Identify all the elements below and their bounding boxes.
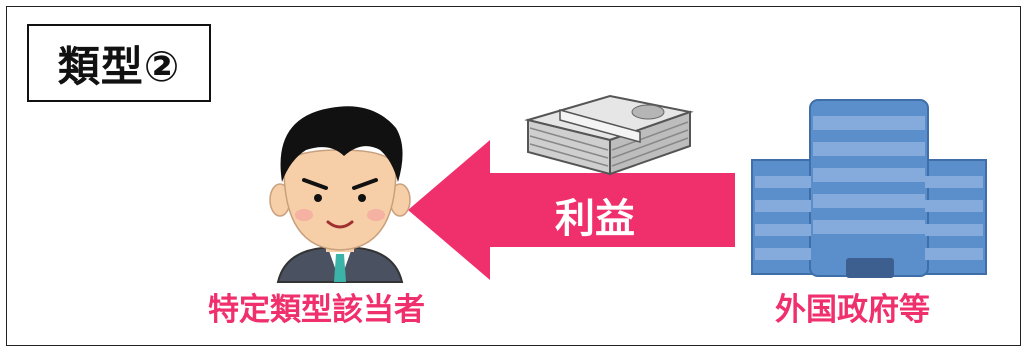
money-bundle-icon — [524, 94, 694, 176]
building-icon — [751, 99, 987, 278]
diagram-title: 類型② — [57, 41, 181, 91]
person-label: 特定類型該当者 — [208, 292, 425, 328]
title-box: 類型② — [27, 24, 211, 102]
arrow-label: 利益 — [555, 196, 635, 242]
entity-label: 外国政府等 — [775, 292, 930, 328]
benefit-arrow — [408, 140, 735, 280]
person-icon — [269, 106, 411, 283]
